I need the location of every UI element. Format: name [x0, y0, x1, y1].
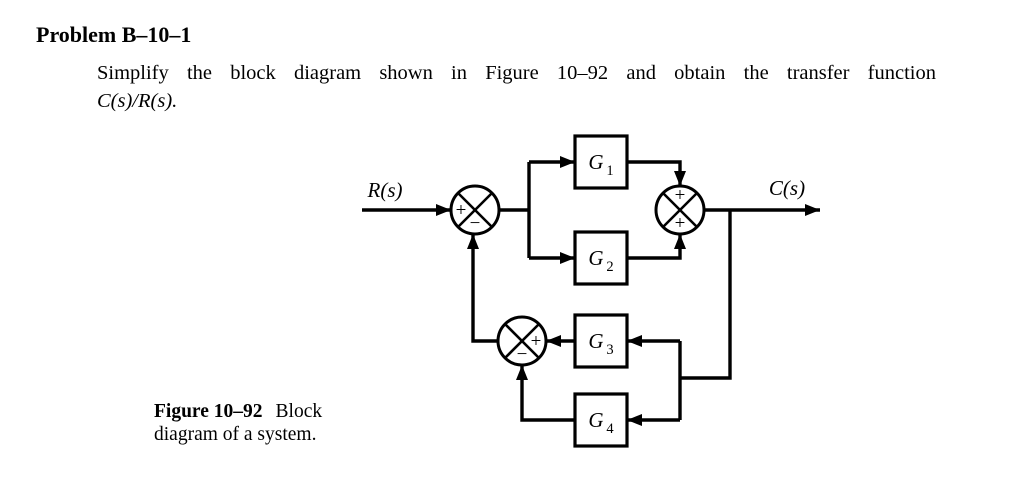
transfer-function-expression: C(s)/R(s).: [97, 90, 178, 112]
g2-subscript: 2: [606, 259, 613, 275]
g1-box: [573, 134, 629, 190]
problem-statement: Simplify the block diagram shown in Figu…: [97, 59, 936, 115]
figure-caption-line-1: Figure 10–92 Block: [154, 401, 322, 424]
wire-feedback-takeoff: [678, 210, 732, 420]
sum1-cross-icon: [457, 192, 493, 228]
wire-g4-to-sum3: [516, 365, 575, 422]
g3-subscript: 3: [606, 342, 613, 358]
sum3-sign-bottom: −: [517, 344, 528, 365]
summing-junction-output: + +: [654, 184, 706, 236]
summing-junction-feedback: + −: [496, 315, 548, 367]
wire-sum1-output-branch: [499, 162, 531, 258]
wire-g2-to-sum2: [627, 234, 686, 260]
statement-line-2: C(s)/R(s).: [97, 87, 936, 115]
sum2-cross-icon: [662, 192, 698, 228]
output-signal-label: C(s): [769, 176, 805, 200]
sum2-sign-top: +: [675, 185, 686, 206]
g3-label: G: [588, 329, 603, 353]
problem-title: Problem B–10–1: [36, 22, 192, 47]
sum2-sign-bottom: +: [675, 213, 686, 234]
sum3-cross-icon: [504, 323, 540, 359]
figure-caption-text-1: Block: [275, 401, 323, 422]
g3-box: [573, 313, 629, 369]
block-g1: G 1: [573, 134, 629, 190]
sum3-sign-right: +: [531, 331, 542, 352]
block-g4: G 4: [573, 392, 629, 448]
g4-label: G: [588, 408, 603, 432]
statement-line-1: Simplify the block diagram shown in Figu…: [97, 62, 936, 84]
g2-label: G: [588, 246, 603, 270]
sum1-sign-bottom: −: [470, 213, 481, 234]
g1-subscript: 1: [606, 163, 613, 179]
block-g2: G 2: [573, 230, 629, 286]
sum1-sign-left: +: [456, 200, 467, 221]
input-signal-label: R(s): [367, 178, 403, 202]
wire-g1-to-sum2: [627, 160, 686, 186]
figure-number-label: Figure 10–92: [154, 401, 263, 422]
g4-box: [573, 392, 629, 448]
block-g3: G 3: [573, 313, 629, 369]
g1-label: G: [588, 150, 603, 174]
summing-junction-input: + −: [449, 184, 501, 236]
wire-sum3-to-sum1: [467, 234, 498, 343]
figure-caption: Figure 10–92 Block diagram of a system.: [154, 401, 322, 446]
g2-box: [573, 230, 629, 286]
figure-caption-line-2: diagram of a system.: [154, 423, 317, 445]
g4-subscript: 4: [606, 421, 614, 437]
